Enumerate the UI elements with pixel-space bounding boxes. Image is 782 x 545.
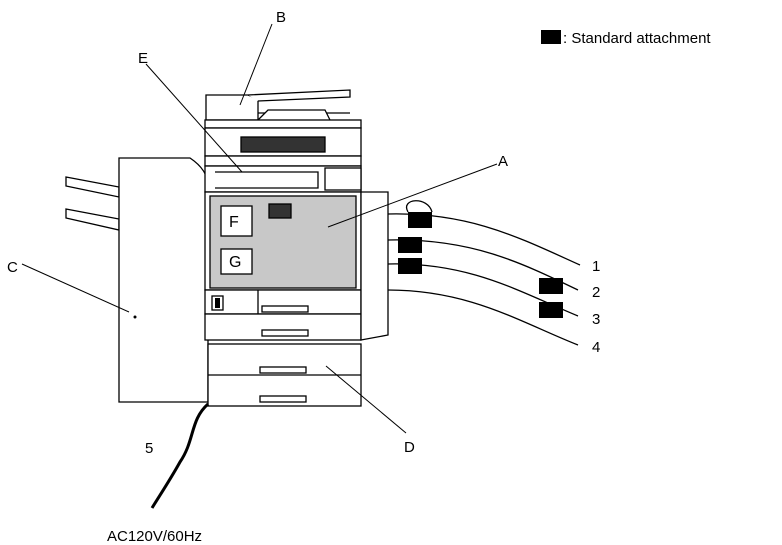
legend-swatch — [541, 30, 561, 44]
label-4: 4 — [592, 339, 600, 356]
main-unit — [204, 89, 389, 407]
leader-lines — [21, 23, 498, 434]
label-d: D — [404, 439, 415, 456]
standard-attachments — [398, 212, 563, 318]
label-f: F — [229, 214, 239, 231]
label-b: B — [276, 9, 286, 26]
power-spec: AC120V/60Hz — [107, 528, 202, 545]
legend-text: : Standard attachment — [563, 30, 711, 47]
label-c: C — [7, 259, 18, 276]
finisher-dot — [133, 315, 137, 319]
adf-unit — [205, 94, 259, 121]
label-2: 2 — [592, 284, 600, 301]
label-5: 5 — [145, 440, 153, 457]
label-a: A — [498, 153, 508, 170]
interface-panel — [360, 191, 389, 341]
finisher-unit — [65, 157, 209, 403]
label-e: E — [138, 50, 148, 67]
label-1: 1 — [592, 258, 600, 275]
label-3: 3 — [592, 311, 600, 328]
box-g — [220, 248, 253, 275]
label-g: G — [229, 254, 241, 271]
box-f — [220, 205, 253, 237]
